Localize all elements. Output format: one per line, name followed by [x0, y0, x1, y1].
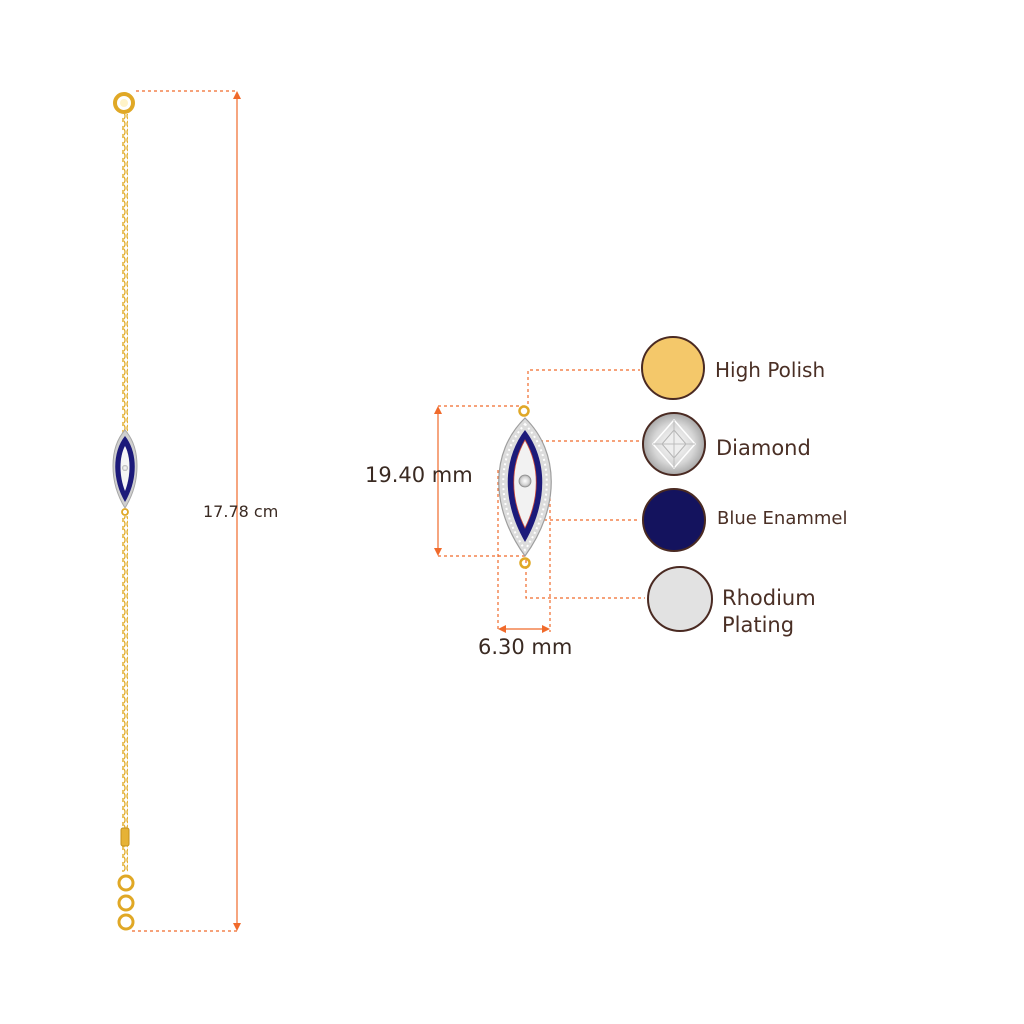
chain-lower — [122, 516, 128, 829]
length-arrow-bottom — [233, 923, 241, 931]
material-label-blue-enamel: Blue Enammel — [717, 508, 848, 529]
pendant-closeup — [498, 405, 552, 569]
high-polish-swatch — [641, 336, 705, 400]
leader-rhodium — [525, 560, 645, 599]
material-swatches — [641, 336, 713, 632]
material-label-rhodium: Rhodium Plating — [722, 586, 816, 637]
brand-tag — [120, 827, 130, 847]
blue-enamel-swatch — [642, 488, 706, 552]
diamond-swatch — [642, 412, 706, 476]
material-label-high-polish: High Polish — [715, 358, 826, 382]
material-label-diamond: Diamond — [716, 436, 811, 460]
length-dimension — [132, 90, 241, 932]
clasp-ring — [113, 92, 135, 114]
bracelet — [112, 92, 138, 931]
extension-ring-2 — [117, 894, 135, 912]
total-length-label: 17.78 cm — [203, 502, 279, 521]
pendant-height-label: 19.40 mm — [365, 463, 473, 487]
pendant-dimensions — [434, 405, 551, 633]
bracelet-pendant — [112, 429, 138, 516]
rhodium-swatch — [647, 566, 713, 632]
leader-high-polish — [527, 369, 640, 404]
pendant-width-label: 6.30 mm — [478, 635, 573, 659]
extension-ring-1 — [117, 874, 135, 892]
extension-ring-3 — [117, 913, 135, 931]
length-arrow-top — [233, 91, 241, 99]
chain-upper — [122, 114, 128, 436]
